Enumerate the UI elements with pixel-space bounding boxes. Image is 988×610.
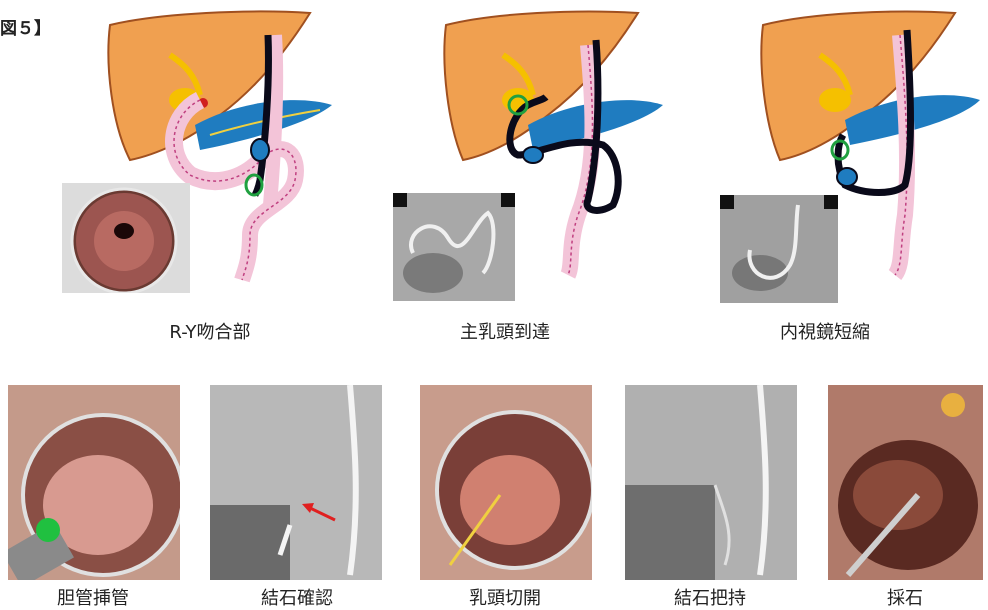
caption-ry-anastomosis: R-Y吻合部 [150,318,270,344]
photo-stone-extraction [828,385,983,580]
caption-papillotomy: 乳頭切開 [450,584,560,610]
photo-bile-duct-cannulation [8,385,180,580]
caption-papilla-reached: 主乳頭到達 [445,318,565,344]
caption-stone-confirmation: 結石確認 [242,584,352,610]
figure-label: 図５】 [0,14,51,39]
caption-bile-duct-cannulation: 胆管挿管 [38,584,148,610]
photo-papillotomy [420,385,592,580]
xray-photo-papilla-reached [393,193,515,301]
endoscopy-photo-ry-anastomosis [62,183,190,293]
xray-photo-scope-shortening [720,195,838,303]
xray-stone-confirmation [210,385,382,580]
caption-scope-shortening: 内視鏡短縮 [760,318,890,344]
caption-stone-extraction: 採石 [855,584,955,610]
xray-stone-grasping [625,385,797,580]
caption-stone-grasping: 結石把持 [655,584,765,610]
